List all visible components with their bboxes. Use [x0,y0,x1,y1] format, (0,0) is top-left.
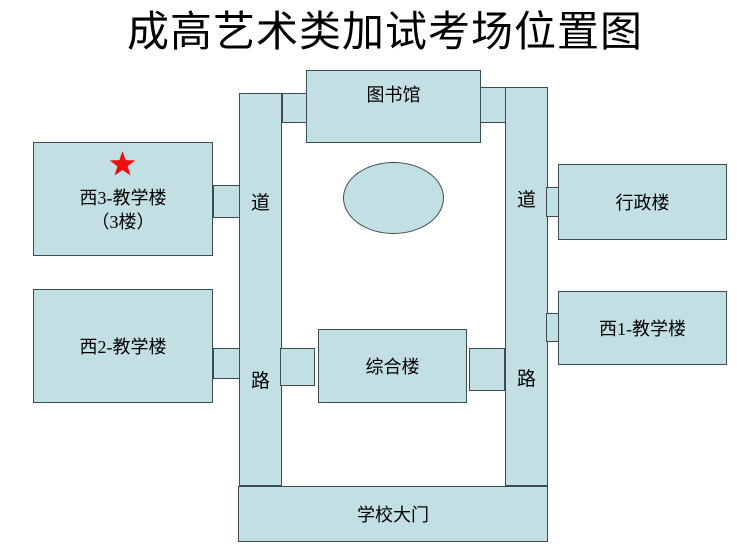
building-complex: 综合楼 [318,329,467,403]
connector-west3 [213,185,240,218]
building-west3: 西3-教学楼 （3楼） [33,142,213,256]
building-complex-label: 综合楼 [365,357,420,377]
connector-complex-left [280,348,315,386]
road-label-left-top: 道 [250,193,270,214]
building-west2: 西2-教学楼 [33,289,213,403]
building-west2-label: 西2-教学楼 [79,337,167,357]
star-icon [109,151,136,176]
building-gate: 学校大门 [238,486,548,542]
connector-west2 [213,348,240,379]
building-west1-label: 西1-教学楼 [599,319,686,339]
connector-complex-right [469,348,505,391]
building-west3-label: 西3-教学楼 （3楼） [79,187,167,232]
building-library-label: 图书馆 [366,85,421,105]
connector-library-left [282,93,307,123]
building-gate-label: 学校大门 [357,505,429,525]
road-label-left-bottom: 路 [250,371,270,392]
building-admin: 行政楼 [558,164,727,240]
building-library: 图书馆 [306,70,481,143]
road-label-right-bottom: 路 [516,369,536,390]
page-title: 成高艺术类加试考场位置图 [126,10,643,56]
road-left-bar: 道 路 [239,93,282,486]
building-west1: 西1-教学楼 [558,291,727,365]
oval-lawn [343,162,444,234]
building-admin-label: 行政楼 [615,193,670,213]
connector-library-right [480,87,506,123]
road-right-bar: 道 路 [505,87,548,486]
road-label-right-top: 道 [516,190,536,211]
